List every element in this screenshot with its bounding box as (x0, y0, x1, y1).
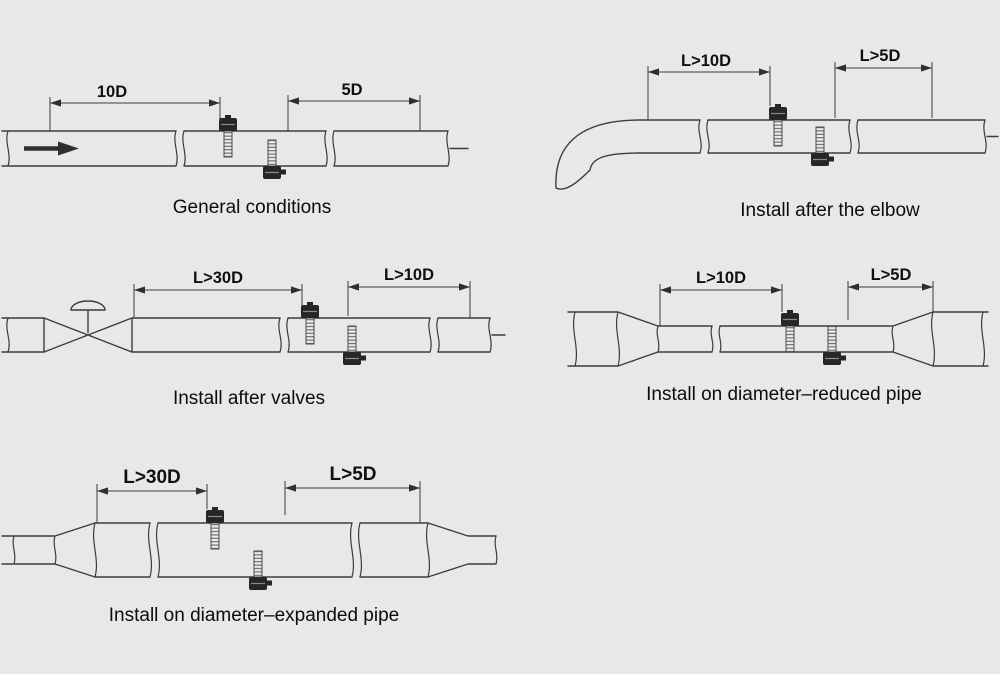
diagram-general-conditions: 10D 5D General conditions (1, 81, 469, 218)
dimension-left-label: L>30D (123, 467, 181, 488)
pipe-outline (567, 311, 989, 367)
transducer-downstream (248, 550, 273, 591)
transducer-upstream (218, 114, 238, 158)
dimension-right: L>5D (847, 266, 934, 320)
dimension-right: 5D (287, 81, 421, 131)
caption-after-valves: Install after valves (173, 388, 325, 409)
caption-diameter-reduced: Install on diameter–reduced pipe (646, 384, 922, 405)
transducer-downstream (262, 139, 287, 180)
diagram-after-elbow: L>10D L>5D Install after the elbow (555, 47, 999, 221)
dimension-left-label: 10D (97, 83, 127, 101)
pipe-outline (1, 522, 497, 578)
diagram-after-valves: L>30D L>10D Install after valves (1, 266, 506, 409)
dimension-right: L>5D (834, 47, 933, 118)
dimension-right-label: L>5D (860, 47, 901, 65)
caption-diameter-expanded: Install on diameter–expanded pipe (109, 605, 399, 626)
dimension-left: L>10D (647, 52, 771, 120)
pipe-outline (1, 130, 469, 167)
transducer-upstream (300, 301, 320, 345)
dimension-right-label: 5D (341, 81, 362, 99)
dimension-right: L>10D (347, 266, 471, 318)
pipe-break-marks (698, 119, 987, 154)
diagram-diameter-reduced: L>10D L>5D Install on diameter–reduced p… (567, 266, 989, 405)
transducer-downstream (822, 325, 847, 366)
caption-after-elbow: Install after the elbow (740, 200, 920, 221)
transducer-downstream (342, 325, 367, 366)
transducer-upstream (780, 309, 800, 353)
flow-direction-arrow (24, 141, 79, 156)
dimension-left-label: L>10D (681, 52, 731, 70)
pipe-break-marks (572, 311, 986, 367)
transducer-upstream (205, 506, 225, 550)
dimension-left: L>10D (659, 269, 783, 326)
dimension-right: L>5D (284, 464, 421, 523)
dimension-left: L>30D (133, 269, 303, 318)
dimension-left: L>30D (96, 467, 208, 523)
dimension-right-label: L>5D (330, 464, 377, 485)
valve-symbol (43, 300, 133, 353)
elbow-outline (555, 119, 641, 190)
caption-general-conditions: General conditions (173, 197, 331, 218)
dimension-right-label: L>5D (871, 266, 912, 284)
diagram-diameter-expanded: L>30D L>5D Install on diameter–expanded … (1, 464, 498, 626)
transducer-downstream (810, 126, 835, 167)
dimension-right-label: L>10D (384, 266, 434, 284)
dimension-left: 10D (49, 83, 221, 131)
dimension-left-label: L>30D (193, 269, 243, 287)
pipe-break-marks (6, 317, 492, 353)
dimension-left-label: L>10D (696, 269, 746, 287)
transducer-upstream (768, 103, 788, 147)
